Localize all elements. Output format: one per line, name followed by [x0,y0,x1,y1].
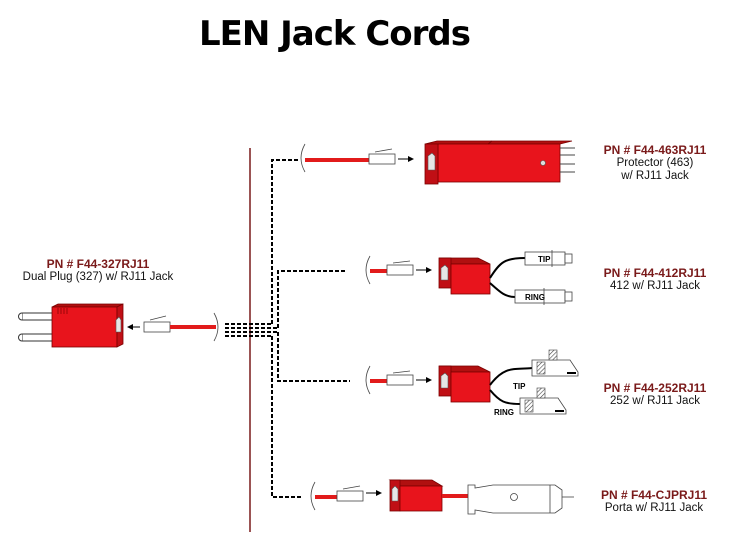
part-description: w/ RJ11 Jack [621,170,689,182]
412-plug-icon: TIP RING [438,250,573,305]
product-2-cord [365,255,432,285]
part-number: PN # F44-327RJ11 [46,257,150,271]
dual-plug-icon [18,303,124,348]
tip-lead-label: TIP [513,382,526,391]
product-4-cord [310,481,382,511]
part-number: PN # F44-CJPRJ11 [600,488,708,502]
part-description: 412 w/ RJ11 Jack [610,280,700,292]
porta-connector-icon [388,479,574,515]
part-description: Protector (463) [616,157,694,169]
product-3-label: PN # F44-252RJ11 252 w/ RJ11 Jack [585,382,725,408]
dashed-bundle [225,159,350,498]
252-clip-icon: TIP RING [438,349,579,417]
part-number: PN # F44-252RJ11 [603,381,707,395]
product-2-label: PN # F44-412RJ11 412 w/ RJ11 Jack [585,267,725,293]
part-description: 252 w/ RJ11 Jack [610,395,700,407]
part-number: PN # F44-412RJ11 [603,266,707,280]
page-title: LEN Jack Cords [198,14,471,54]
protector-icon [424,140,575,185]
source-rj11-plug-icon [127,312,219,342]
tip-lead-label: TIP [538,255,551,264]
part-description: Porta w/ RJ11 Jack [604,502,704,514]
ring-lead-label: RING [494,408,514,417]
product-4-label: PN # F44-CJPRJ11 Porta w/ RJ11 Jack [584,489,724,515]
product-1-cord [300,143,414,173]
product-1-label: PN # F44-463RJ11 Protector (463) w/ RJ11… [585,144,725,183]
ring-lead-label: RING [525,293,545,302]
source-label: PN # F44-327RJ11 Dual Plug (327) w/ RJ11… [8,258,188,284]
part-description: Dual Plug (327) w/ RJ11 Jack [22,271,174,283]
product-3-cord [365,365,432,395]
part-number: PN # F44-463RJ11 [603,143,707,157]
